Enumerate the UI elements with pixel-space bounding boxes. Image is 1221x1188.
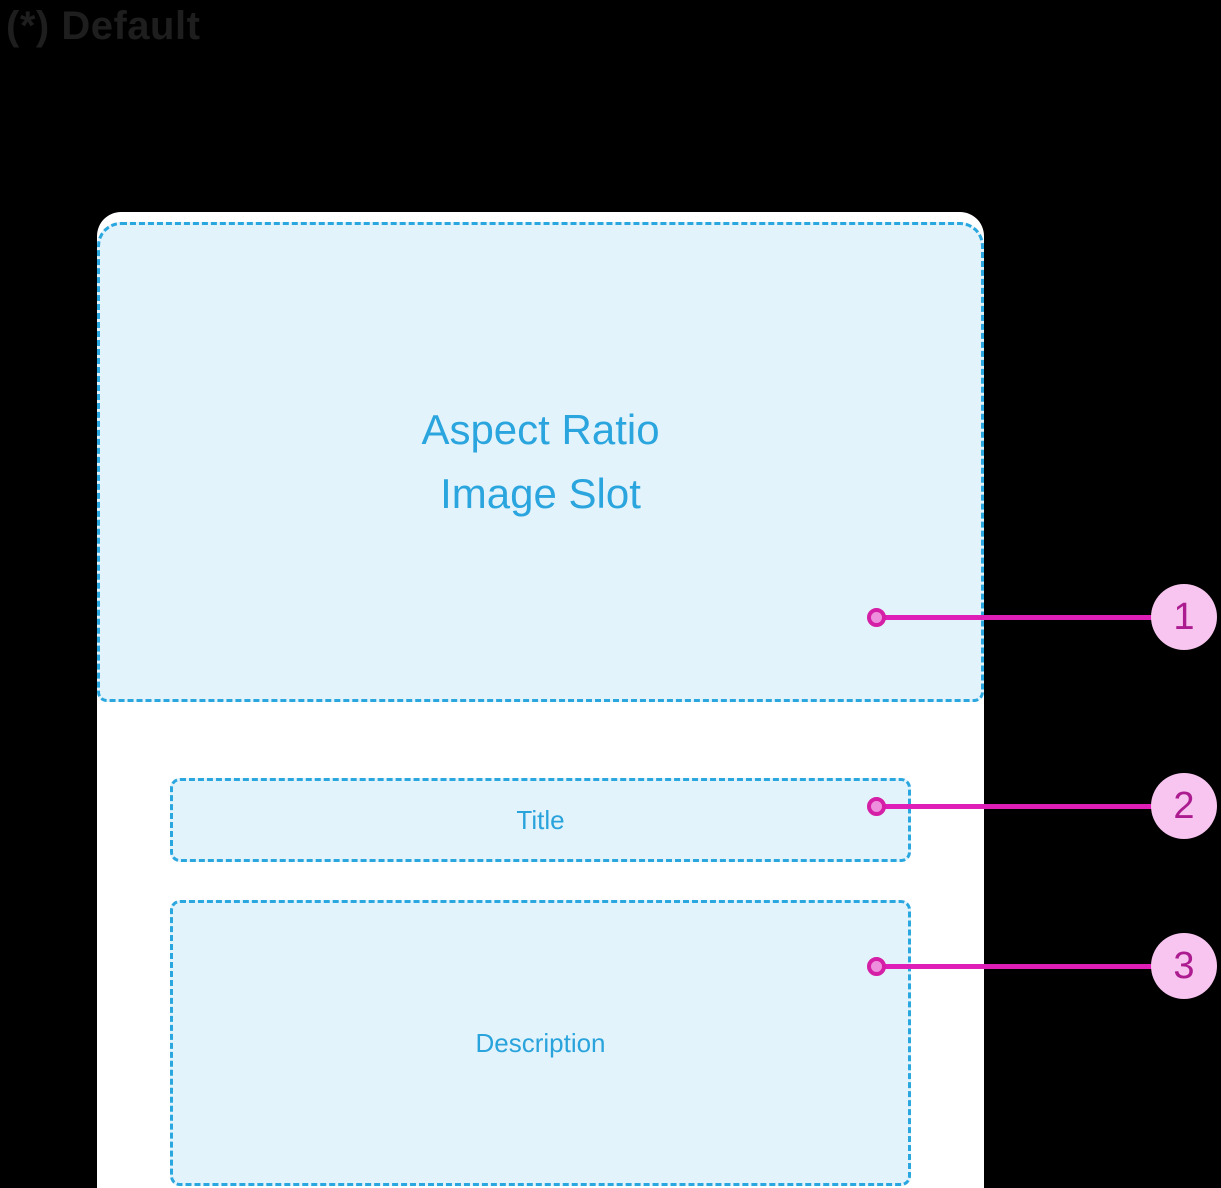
- callout-badge-3: 3: [1151, 933, 1217, 999]
- callout-dot-3: [867, 957, 886, 976]
- image-slot-label: Aspect Ratio Image Slot: [421, 398, 659, 526]
- callout-line-3: [882, 964, 1154, 969]
- description-slot: Description: [170, 900, 911, 1186]
- title-slot-label: Title: [516, 804, 565, 835]
- card-component: Aspect Ratio Image Slot Title Descriptio…: [97, 212, 984, 1188]
- callout-badge-2: 2: [1151, 773, 1217, 839]
- callout-line-1: [882, 615, 1154, 620]
- aspect-ratio-image-slot: Aspect Ratio Image Slot: [97, 222, 984, 702]
- page-title: (*) Default: [6, 4, 201, 48]
- callout-badge-1: 1: [1151, 584, 1217, 650]
- callout-line-2: [882, 804, 1154, 809]
- description-slot-label: Description: [475, 1027, 606, 1058]
- image-slot-label-line2: Image Slot: [440, 470, 641, 517]
- image-slot-label-line1: Aspect Ratio: [421, 406, 660, 453]
- title-slot: Title: [170, 778, 911, 862]
- callout-dot-2: [867, 797, 886, 816]
- callout-dot-1: [867, 608, 886, 627]
